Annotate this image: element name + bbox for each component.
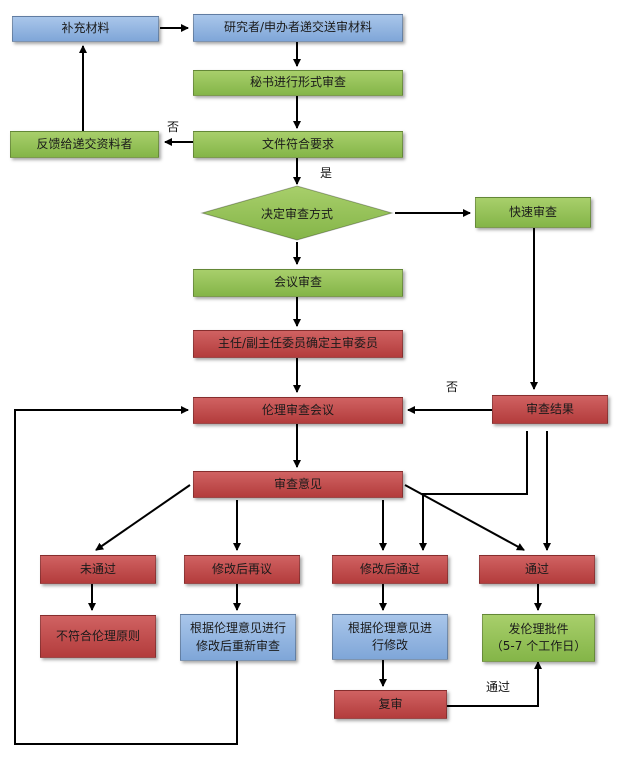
ethics-meeting-box: 伦理审查会议 — [193, 397, 403, 424]
revise-per-line-2: 行修改 — [371, 638, 408, 652]
submit-materials-box: 研究者/申办者递交送审材料 — [193, 14, 403, 42]
approval-line-2: （5-7 个工作日） — [490, 639, 587, 653]
arrow-rereview-approval — [447, 661, 542, 707]
approval-line-1: 发伦理批件 — [508, 621, 569, 636]
revise-rediscuss-box: 修改后再议 — [184, 555, 300, 584]
decide-method-label: 决定审查方式 — [260, 207, 333, 221]
docs-compliant-box: 文件符合要求 — [193, 131, 403, 158]
not-comply-box: 不符合伦理原则 — [40, 615, 156, 658]
revise-resubmit-line-1: 根据伦理意见进行 — [189, 621, 286, 636]
formal-review-box: 秘书进行形式审查 — [193, 70, 403, 96]
review-opinion-box: 审查意见 — [193, 471, 403, 498]
re-review-box: 复审 — [334, 690, 447, 719]
fast-review-box: 快速审查 — [475, 197, 591, 228]
revise-pass-box: 修改后通过 — [332, 555, 448, 584]
supplement-materials-box: 补充材料 — [12, 16, 159, 42]
yes-label: 是 — [320, 166, 333, 180]
pass-label: 通过 — [486, 680, 511, 694]
no-label-1: 否 — [167, 120, 180, 134]
not-passed-box: 未通过 — [40, 555, 156, 584]
assign-reviewer-box: 主任/副主任委员确定主审委员 — [193, 330, 403, 358]
approval-box: 发伦理批件 （5-7 个工作日） — [482, 614, 595, 662]
meeting-review-box: 会议审查 — [193, 269, 403, 297]
revise-per-line-1: 根据伦理意见进 — [347, 620, 432, 635]
decide-method-diamond — [200, 185, 394, 241]
revise-resubmit-line-2: 修改后重新审查 — [195, 638, 280, 653]
arrow-opinion-passed — [404, 484, 525, 551]
passed-box: 通过 — [479, 555, 595, 584]
review-result-box: 审查结果 — [492, 395, 608, 424]
revise-resubmit-box: 根据伦理意见进行 修改后重新审查 — [180, 614, 296, 661]
arrow-opinion-notpassed — [95, 484, 191, 551]
feedback-box: 反馈给递交资料者 — [10, 131, 159, 158]
arrow-resubmit-loop — [14, 406, 238, 745]
no-label-2: 否 — [446, 380, 459, 394]
revise-per-opinion-box: 根据伦理意见进 行修改 — [332, 614, 448, 660]
arrow-result-revisepass — [419, 431, 528, 551]
